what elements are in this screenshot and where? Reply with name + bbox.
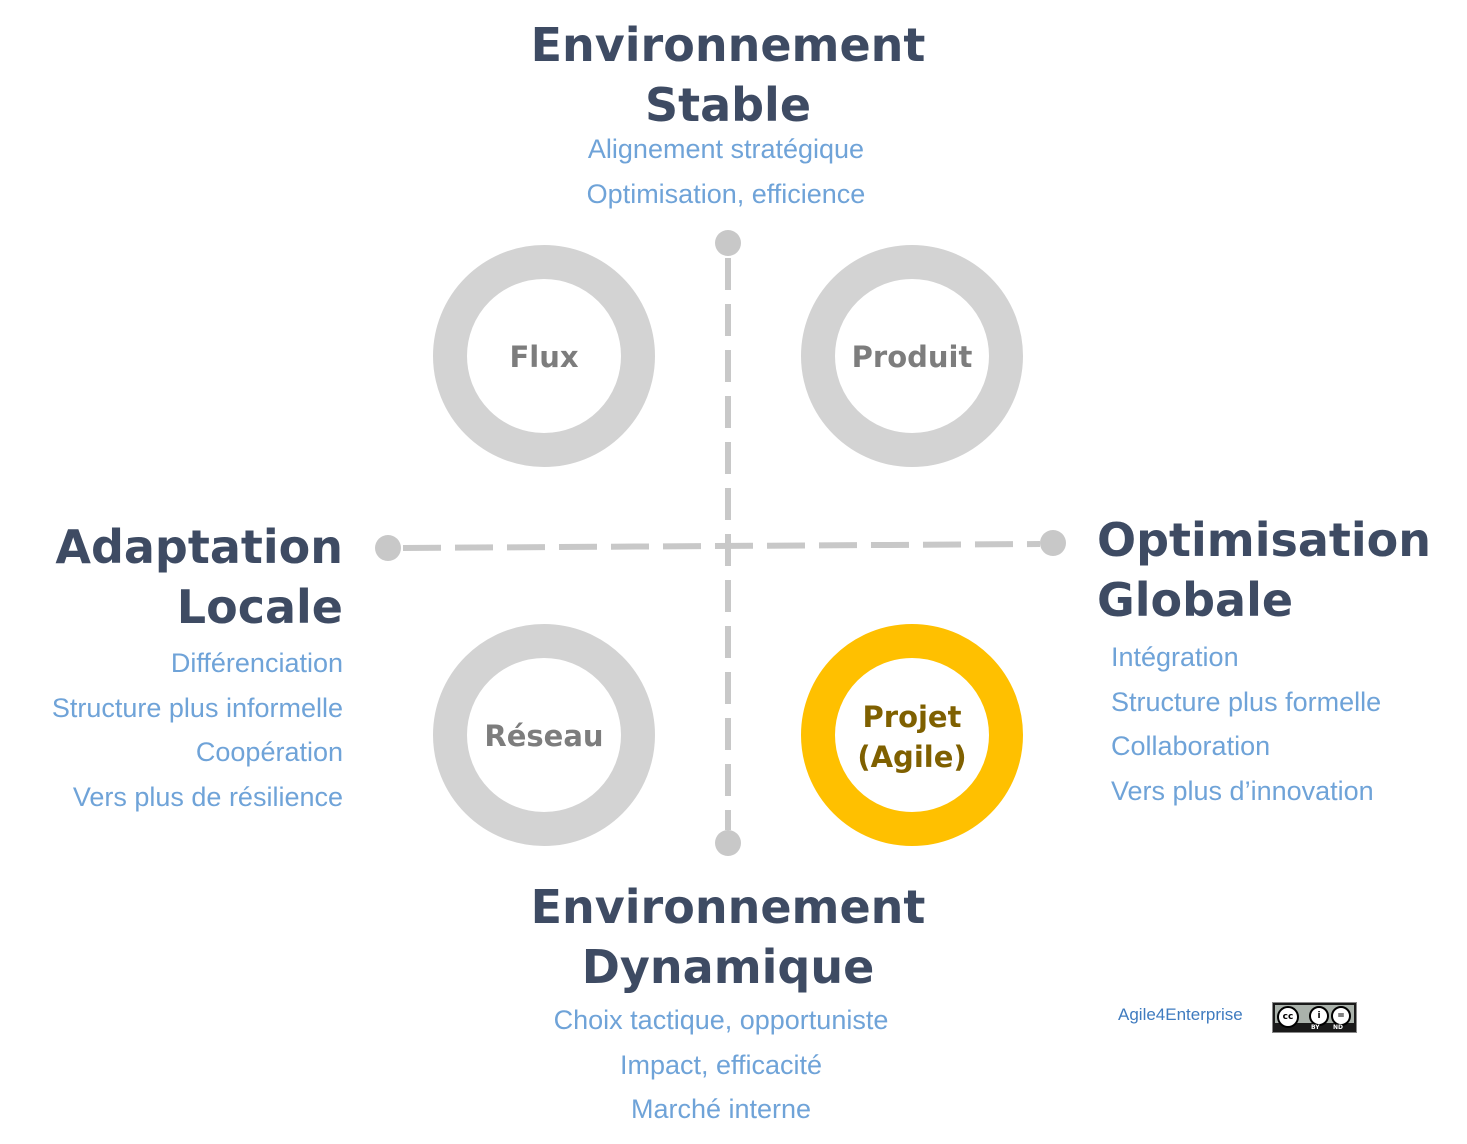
ring-label-projet: Projet: [863, 700, 962, 734]
credit-text: Agile4Enterprise: [1118, 1005, 1243, 1024]
horizontal-axis: [402, 541, 1041, 551]
axis-endpoint-bottom: [715, 830, 741, 856]
heading-bottom: Environnement Dynamique: [478, 877, 978, 997]
ring-label-flux: Flux: [509, 340, 578, 374]
items-right: Intégration Structure plus formelle Coll…: [1111, 635, 1461, 813]
heading-top-line1: Environnement: [530, 18, 926, 72]
heading-top: Environnement Stable: [478, 15, 978, 135]
item-bottom-2: Impact, efficacité: [619, 1049, 823, 1080]
heading-left-line2: Locale: [176, 580, 343, 634]
heading-left: Adaptation Locale: [0, 517, 343, 637]
item-left-2: Structure plus informelle: [51, 692, 343, 723]
heading-top-line2: Stable: [644, 78, 812, 132]
items-top: Alignement stratégique Optimisation, eff…: [476, 127, 976, 216]
axis-endpoint-right: [1040, 530, 1066, 556]
ring-reseau: Réseau: [433, 624, 655, 846]
heading-left-line1: Adaptation: [55, 520, 343, 574]
item-right-4: Vers plus d’innovation: [1111, 775, 1374, 806]
ring-label-agile: (Agile): [857, 740, 966, 774]
item-left-4: Vers plus de résilience: [72, 781, 343, 812]
heading-right-line1: Optimisation: [1097, 513, 1432, 567]
axis-endpoint-left: [375, 535, 401, 561]
item-left-3: Coopération: [195, 737, 343, 768]
cc-by-nd-badge-icon: cc i = BY ND: [1272, 1002, 1357, 1033]
ring-label-reseau: Réseau: [484, 719, 603, 753]
item-right-3: Collaboration: [1111, 731, 1271, 762]
items-bottom: Choix tactique, opportuniste Impact, eff…: [471, 998, 971, 1132]
item-right-2: Structure plus formelle: [1111, 686, 1382, 717]
item-left-1: Différenciation: [170, 648, 343, 678]
heading-bottom-line1: Environnement: [530, 880, 926, 934]
heading-right-line2: Globale: [1097, 573, 1294, 627]
axis-endpoint-top: [715, 230, 741, 256]
heading-right: Optimisation Globale: [1097, 510, 1457, 630]
items-left: Différenciation Structure plus informell…: [0, 641, 343, 819]
item-top-1: Alignement stratégique: [587, 134, 865, 164]
ring-flux: Flux: [433, 245, 655, 467]
item-bottom-3: Marché interne: [630, 1094, 812, 1125]
heading-bottom-line2: Dynamique: [581, 940, 875, 994]
ring-projet-agile: Projet (Agile): [801, 624, 1023, 846]
item-right-1: Intégration: [1111, 642, 1239, 672]
ring-label-produit: Produit: [852, 340, 973, 374]
ring-produit: Produit: [801, 245, 1023, 467]
item-bottom-1: Choix tactique, opportuniste: [553, 1005, 889, 1035]
item-top-2: Optimisation, efficience: [586, 178, 866, 209]
